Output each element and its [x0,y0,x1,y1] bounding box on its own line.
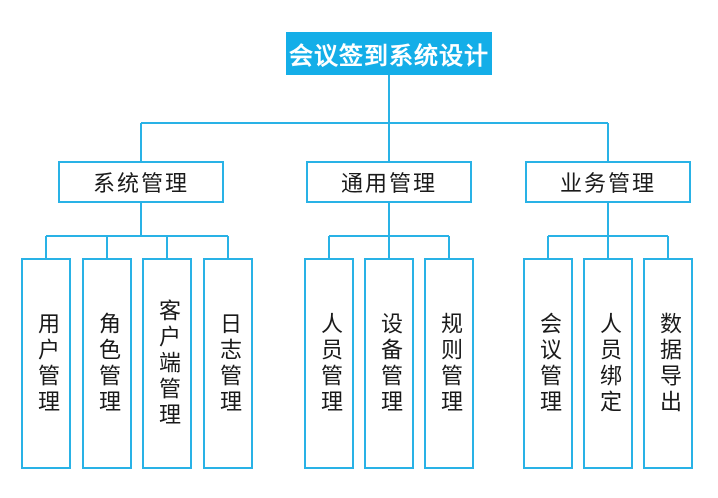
branch-node-system-management: 系统管理 [58,161,224,203]
leaf-node-user-management: 用户管理 [21,258,71,469]
leaf-node-label: 人员管理 [317,311,342,416]
leaf-node-label: 用户管理 [34,311,59,416]
leaf-node-device-management: 设备管理 [364,258,414,469]
leaf-node-rule-management: 规则管理 [424,258,474,469]
branch-node-general-management: 通用管理 [306,161,472,203]
branch-node-label: 业务管理 [559,172,656,197]
leaf-node-label: 设备管理 [377,311,402,416]
leaf-node-label: 客户端管理 [155,298,180,429]
leaf-node-client-management: 客户端管理 [142,258,192,469]
leaf-node-meeting-management: 会议管理 [523,258,573,469]
leaf-node-role-management: 角色管理 [82,258,132,469]
leaf-node-personnel-management: 人员管理 [304,258,354,469]
leaf-node-label: 日志管理 [216,311,241,416]
leaf-node-label: 规则管理 [437,311,462,416]
branch-node-business-management: 业务管理 [525,161,691,203]
branch-node-label: 系统管理 [92,172,189,197]
leaf-node-label: 会议管理 [536,311,561,416]
root-node: 会议签到系统设计 [286,32,492,75]
leaf-node-label: 数据导出 [656,311,681,416]
root-node-label: 会议签到系统设计 [289,42,489,70]
branch-node-label: 通用管理 [340,172,437,197]
leaf-node-label: 人员绑定 [596,311,621,416]
leaf-node-personnel-binding: 人员绑定 [583,258,633,469]
leaf-node-data-export: 数据导出 [643,258,693,469]
leaf-node-label: 角色管理 [95,311,120,416]
leaf-node-log-management: 日志管理 [203,258,253,469]
